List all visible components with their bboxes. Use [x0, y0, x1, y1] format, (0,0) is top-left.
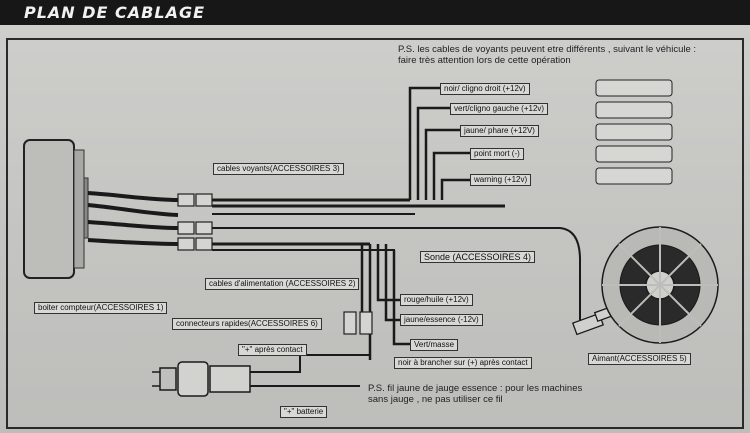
quick-connector-icon: [343, 311, 373, 335]
note-bottom: P.S. fil jaune de jauge essence : pour l…: [368, 383, 583, 405]
note-top: P.S. les cables de voyants peuvent etre …: [398, 44, 697, 66]
label-noir-brancher: noir à brancher sur (+) après contact: [394, 357, 532, 369]
header-bar: [0, 0, 750, 25]
label-point-mort: point mort (-): [470, 148, 524, 160]
indicator-rows-icon: [595, 79, 673, 185]
meter-box-icon: [23, 139, 89, 279]
sensor-icon: [571, 307, 612, 336]
page-title: PLAN DE CABLAGE: [24, 3, 206, 22]
label-jaune-phare: jaune/ phare (+12V): [460, 125, 539, 137]
label-noir-cligno-droit: noir/ cligno droit (+12v): [440, 83, 530, 95]
label-boitier-compteur: boiter compteur(ACCESSOIRES 1): [34, 302, 168, 314]
label-warning: warning (+12v): [470, 174, 532, 186]
brake-disc-icon: [601, 226, 719, 344]
label-sonde: Sonde (ACCESSOIRES 4): [420, 251, 536, 263]
battery-plug-icon: [152, 361, 251, 397]
label-batterie: "+" batterie: [280, 406, 328, 418]
label-connecteurs-rapides: connecteurs rapides(ACCESSOIRES 6): [172, 318, 322, 330]
label-apres-contact: "+" après contact: [238, 344, 307, 356]
diagram-frame: [6, 38, 744, 429]
label-vert-cligno-gauche: vert/cligno gauche (+12v): [450, 103, 549, 115]
label-jaune-essence: jaune/essence (-12v): [400, 314, 483, 326]
label-cables-alimentation: cables d'alimentation (ACCESSOIRES 2): [205, 278, 360, 290]
label-aimant: Aimant(ACCESSOIRES 5): [588, 353, 691, 365]
label-rouge-huile: rouge/huile (+12v): [400, 294, 473, 306]
label-cables-voyants: cables voyants(ACCESSOIRES 3): [213, 163, 344, 175]
label-vert-masse: Vert/masse: [410, 339, 459, 351]
